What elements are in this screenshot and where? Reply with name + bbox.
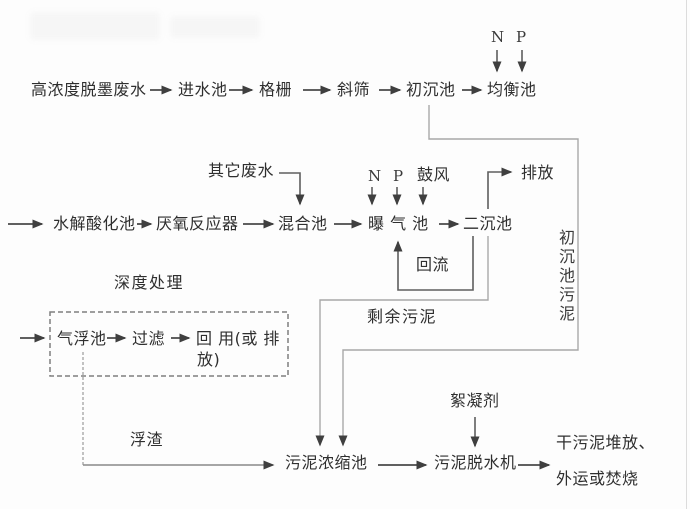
label-deep-treatment: 深度处理: [114, 273, 185, 292]
node-raw-water: 高浓度脱墨废水: [31, 80, 147, 99]
node-equalization-tank: 均衡池: [487, 80, 537, 99]
label-primary-sludge: 初沉池污泥: [556, 229, 575, 324]
arrow-otherww-mixing: [279, 172, 305, 206]
label-scum: 浮渣: [130, 430, 164, 449]
image-edge-artifact: [686, 0, 687, 509]
label-p-mid: P: [393, 167, 404, 185]
label-n-mid: N: [368, 167, 382, 185]
arrow-reflux-loop: [393, 236, 474, 291]
node-inclined-sieve: 斜筛: [337, 80, 371, 99]
node-sludge-dewaterer: 污泥脱水机: [434, 453, 517, 472]
arrow-secondary-discharge: [487, 167, 513, 209]
node-discharge: 排放: [521, 163, 555, 182]
label-excess-sludge: 剩余污泥: [367, 307, 438, 326]
node-flocculant: 絮凝剂: [450, 391, 500, 410]
line-primary-sludge: [338, 105, 579, 447]
node-secondary-clarifier: 二沉池: [463, 214, 513, 233]
node-flotation-tank: 气浮池: [57, 329, 107, 348]
node-mixing-tank: 混合池: [278, 214, 328, 233]
deep-treatment-dashed-box: [49, 311, 289, 377]
label-reflux: 回流: [416, 255, 450, 274]
ghost-watermark-artifact: [30, 12, 160, 40]
node-reuse-line2: 放): [197, 350, 221, 369]
node-filtration: 过滤: [132, 329, 166, 348]
node-sludge-thickener: 污泥浓缩池: [285, 453, 368, 472]
node-disposal-line2: 外运或焚烧: [556, 469, 639, 488]
line-excess-sludge: [315, 236, 489, 447]
node-anaerobic-reactor: 厌氧反应器: [156, 214, 239, 233]
node-reuse-line1: 回 用(或 排: [196, 329, 280, 348]
node-disposal-line1: 干污泥堆放、: [556, 433, 656, 452]
ghost-watermark-artifact: [170, 16, 260, 38]
node-hydrolysis-tank: 水解酸化池: [53, 214, 136, 233]
node-inlet-tank: 进水池: [178, 80, 228, 99]
node-primary-clarifier: 初沉池: [406, 80, 456, 99]
node-aeration-tank: 曝 气 池: [368, 214, 429, 233]
node-bar-screen: 格栅: [259, 80, 293, 99]
label-p-top: P: [516, 28, 527, 46]
label-n-top: N: [491, 28, 505, 46]
node-other-wastewater: 其它废水: [208, 161, 275, 180]
label-blower: 鼓风: [417, 165, 451, 184]
